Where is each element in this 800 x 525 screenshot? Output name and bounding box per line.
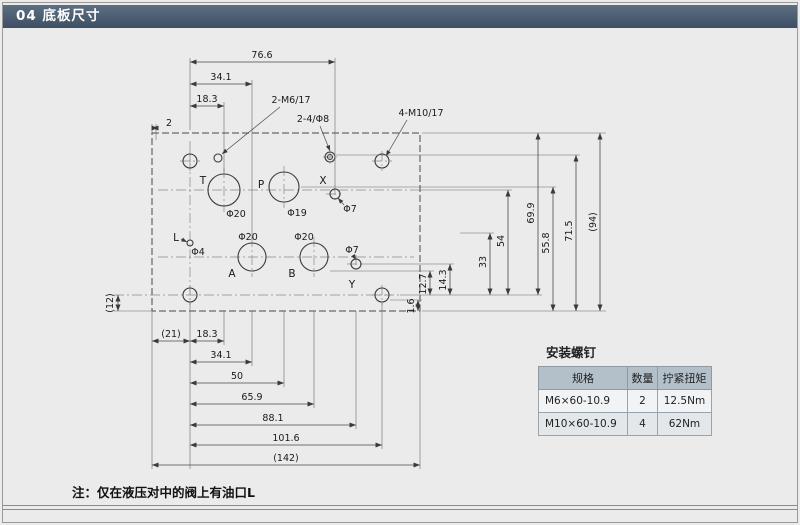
screws-table: 规格 数量 拧紧扭矩 M6×60-10.9 2 12.5Nm M10×60-10… xyxy=(537,366,713,436)
col-header-torque: 拧紧扭矩 xyxy=(656,366,713,390)
plate-holes xyxy=(182,151,390,303)
dim-18-3-top: 18.3 xyxy=(196,94,217,105)
dim-55-8: 55.8 xyxy=(541,232,552,253)
extension-lines xyxy=(114,58,606,469)
dimension-labels: 76.6 34.1 18.3 2 (94) 71.5 55.8 69.9 54 … xyxy=(105,50,599,464)
dim-94: (94) xyxy=(588,212,599,232)
port-labels: T P X A B Y L Φ20 Φ19 Φ7 Φ4 Φ20 Φ20 Φ7 xyxy=(173,175,359,291)
port-p-hole xyxy=(268,171,300,203)
dimension-lines xyxy=(115,59,603,468)
dim-101-6: 101.6 xyxy=(272,433,299,444)
callout-4-m10: 4-M10/17 xyxy=(398,108,443,119)
leader-lines xyxy=(180,106,408,261)
cell-qty-m6: 2 xyxy=(627,389,658,413)
port-b-hole xyxy=(299,242,329,272)
port-x-label: X xyxy=(319,175,326,187)
port-a-hole xyxy=(237,242,267,272)
port-l-label: L xyxy=(173,232,179,244)
callout-2-m6: 2-M6/17 xyxy=(271,95,310,106)
dia-b-phi20: Φ20 xyxy=(294,232,314,243)
dim-12-7: 12.7 xyxy=(418,273,429,294)
port-t-label: T xyxy=(199,175,207,187)
port-p-label: P xyxy=(258,179,264,191)
port-a-label: A xyxy=(228,268,236,280)
dim-76-6: 76.6 xyxy=(251,50,272,61)
dim-69-9: 69.9 xyxy=(526,202,537,223)
cell-spec-m10: M10×60-10.9 xyxy=(537,412,629,436)
dim-33: 33 xyxy=(478,256,489,268)
dia-y-phi7: Φ7 xyxy=(345,245,359,256)
port-x-hole xyxy=(329,188,341,200)
cell-spec-m6: M6×60-10.9 xyxy=(537,389,629,413)
cell-torque-m6: 12.5Nm xyxy=(656,389,713,413)
dim-14-3: 14.3 xyxy=(438,269,449,290)
dim-71-5: 71.5 xyxy=(564,220,575,241)
dim-12: (12) xyxy=(105,293,116,313)
col-header-qty: 数量 xyxy=(627,366,658,390)
dim-54: 54 xyxy=(496,235,507,247)
m6-hole xyxy=(213,153,223,163)
cell-torque-m10: 62Nm xyxy=(656,412,713,436)
cell-qty-m10: 4 xyxy=(627,412,658,436)
centerlines xyxy=(114,141,414,305)
dim-1-6: 1.6 xyxy=(406,298,417,313)
section-title: 04 底板尺寸 xyxy=(16,8,101,24)
dim-142: (142) xyxy=(273,453,299,464)
footnote: 注：仅在液压对中的阀上有油口L xyxy=(72,485,255,500)
callout-labels: 2-M6/17 2-4/Φ8 4-M10/17 xyxy=(271,95,443,125)
table-row: M6×60-10.9 2 12.5Nm xyxy=(537,389,713,413)
dia-l-phi4: Φ4 xyxy=(191,247,205,258)
dim-50: 50 xyxy=(231,371,243,382)
dia-x-phi7: Φ7 xyxy=(343,204,357,215)
plate-outline xyxy=(151,132,421,312)
dia-p-phi19: Φ19 xyxy=(287,208,307,219)
port-y-label: Y xyxy=(348,279,356,291)
dim-34-1-bottom: 34.1 xyxy=(210,350,231,361)
port-t-hole xyxy=(207,173,241,207)
screws-table-title: 安装螺钉 xyxy=(546,345,597,360)
dim-2: 2 xyxy=(166,118,172,129)
port-y-hole xyxy=(350,258,362,270)
dim-34-1-top: 34.1 xyxy=(210,72,231,83)
callout-2-phi8: 2-4/Φ8 xyxy=(297,114,329,125)
port-l-hole xyxy=(186,239,194,247)
dim-88-1: 88.1 xyxy=(262,413,283,424)
footer-rule-top xyxy=(3,505,797,506)
dia-a-phi20: Φ20 xyxy=(238,232,258,243)
screws-header-row: 规格 数量 拧紧扭矩 xyxy=(537,366,713,390)
dim-18-3-bottom: 18.3 xyxy=(196,329,217,340)
dim-65-9: 65.9 xyxy=(241,392,262,403)
section-header: 04 底板尺寸 xyxy=(3,5,797,28)
col-header-spec: 规格 xyxy=(537,366,629,390)
dia-t-phi20: Φ20 xyxy=(226,209,246,220)
footer-rule-bottom xyxy=(3,509,797,510)
pin-hole-inner xyxy=(326,153,334,161)
mounting-screws-panel: 安装螺钉 规格 数量 拧紧扭矩 M6×60-10.9 2 12.5Nm M10×… xyxy=(537,342,714,436)
port-b-label: B xyxy=(288,268,295,280)
table-row: M10×60-10.9 4 62Nm xyxy=(537,412,713,436)
m10-hole-top-right xyxy=(374,153,390,169)
dim-21: (21) xyxy=(161,329,181,340)
m10-hole-bottom-right xyxy=(374,287,390,303)
m10-hole-top-left xyxy=(182,153,198,169)
